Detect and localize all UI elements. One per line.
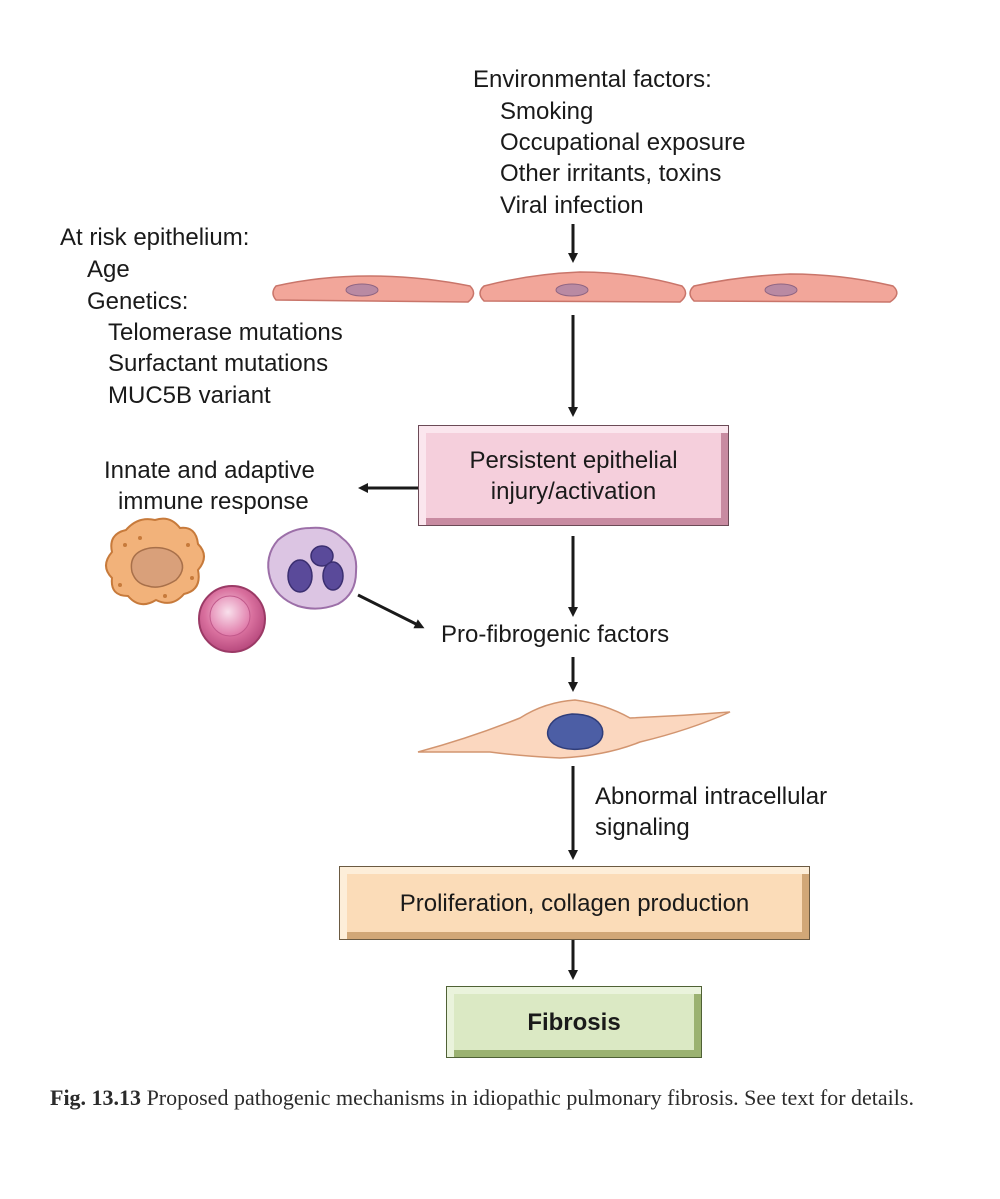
epithelial-nucleus	[345, 283, 379, 297]
lymphocyte-cell	[198, 585, 266, 653]
genetic-item: MUC5B variant	[108, 382, 271, 409]
environmental-factor-item: Smoking	[500, 98, 594, 125]
injury-activation-box: Persistent epithelial injury/activation	[418, 425, 729, 526]
figure-caption-label: Fig. 13.13	[50, 1085, 142, 1110]
epithelial-nucleus	[764, 283, 798, 297]
neutrophil-cell	[267, 526, 358, 610]
injury-box-line: Persistent epithelial	[469, 446, 678, 474]
epithelial-cell	[479, 271, 687, 303]
epithelial-cell-layer	[272, 271, 898, 303]
at-risk-age: Age	[87, 256, 130, 283]
fibrosis-box: Fibrosis	[446, 986, 702, 1058]
figure-caption-text: Proposed pathogenic mechanisms in idiopa…	[146, 1085, 914, 1110]
immune-response-label-line: Innate and adaptive	[104, 457, 315, 484]
genetic-item: Telomerase mutations	[108, 319, 343, 346]
environmental-factor-item: Viral infection	[500, 192, 644, 219]
epithelial-cell	[272, 275, 475, 303]
fibroblast-nucleus	[546, 713, 604, 751]
epithelial-nucleus	[555, 283, 589, 297]
genetic-item: Surfactant mutations	[108, 350, 329, 377]
proliferation-collagen-box: Proliferation, collagen production	[339, 866, 810, 940]
environmental-factors-heading: Environmental factors:	[473, 66, 712, 93]
fibrosis-box-label: Fibrosis	[527, 1008, 621, 1036]
fibroblast-cell	[417, 699, 731, 759]
proliferation-box-label: Proliferation, collagen production	[399, 889, 750, 917]
signaling-label-line: signaling	[595, 814, 690, 841]
macrophage-cell	[105, 517, 205, 606]
at-risk-genetics: Genetics:	[87, 288, 189, 315]
epithelial-cell	[689, 273, 898, 303]
environmental-factor-item: Occupational exposure	[500, 129, 746, 156]
signaling-label-line: Abnormal intracellular	[595, 783, 828, 810]
injury-box-line: injury/activation	[490, 477, 657, 505]
arrow-immune-to-profibrogenic	[357, 593, 425, 629]
figure-caption: Fig. 13.13 Proposed pathogenic mechanism…	[50, 1082, 930, 1114]
pro-fibrogenic-factors-label: Pro-fibrogenic factors	[441, 621, 670, 648]
immune-response-label-line: immune response	[118, 488, 309, 515]
at-risk-epithelium-heading: At risk epithelium:	[60, 224, 250, 251]
environmental-factor-item: Other irritants, toxins	[500, 160, 722, 187]
